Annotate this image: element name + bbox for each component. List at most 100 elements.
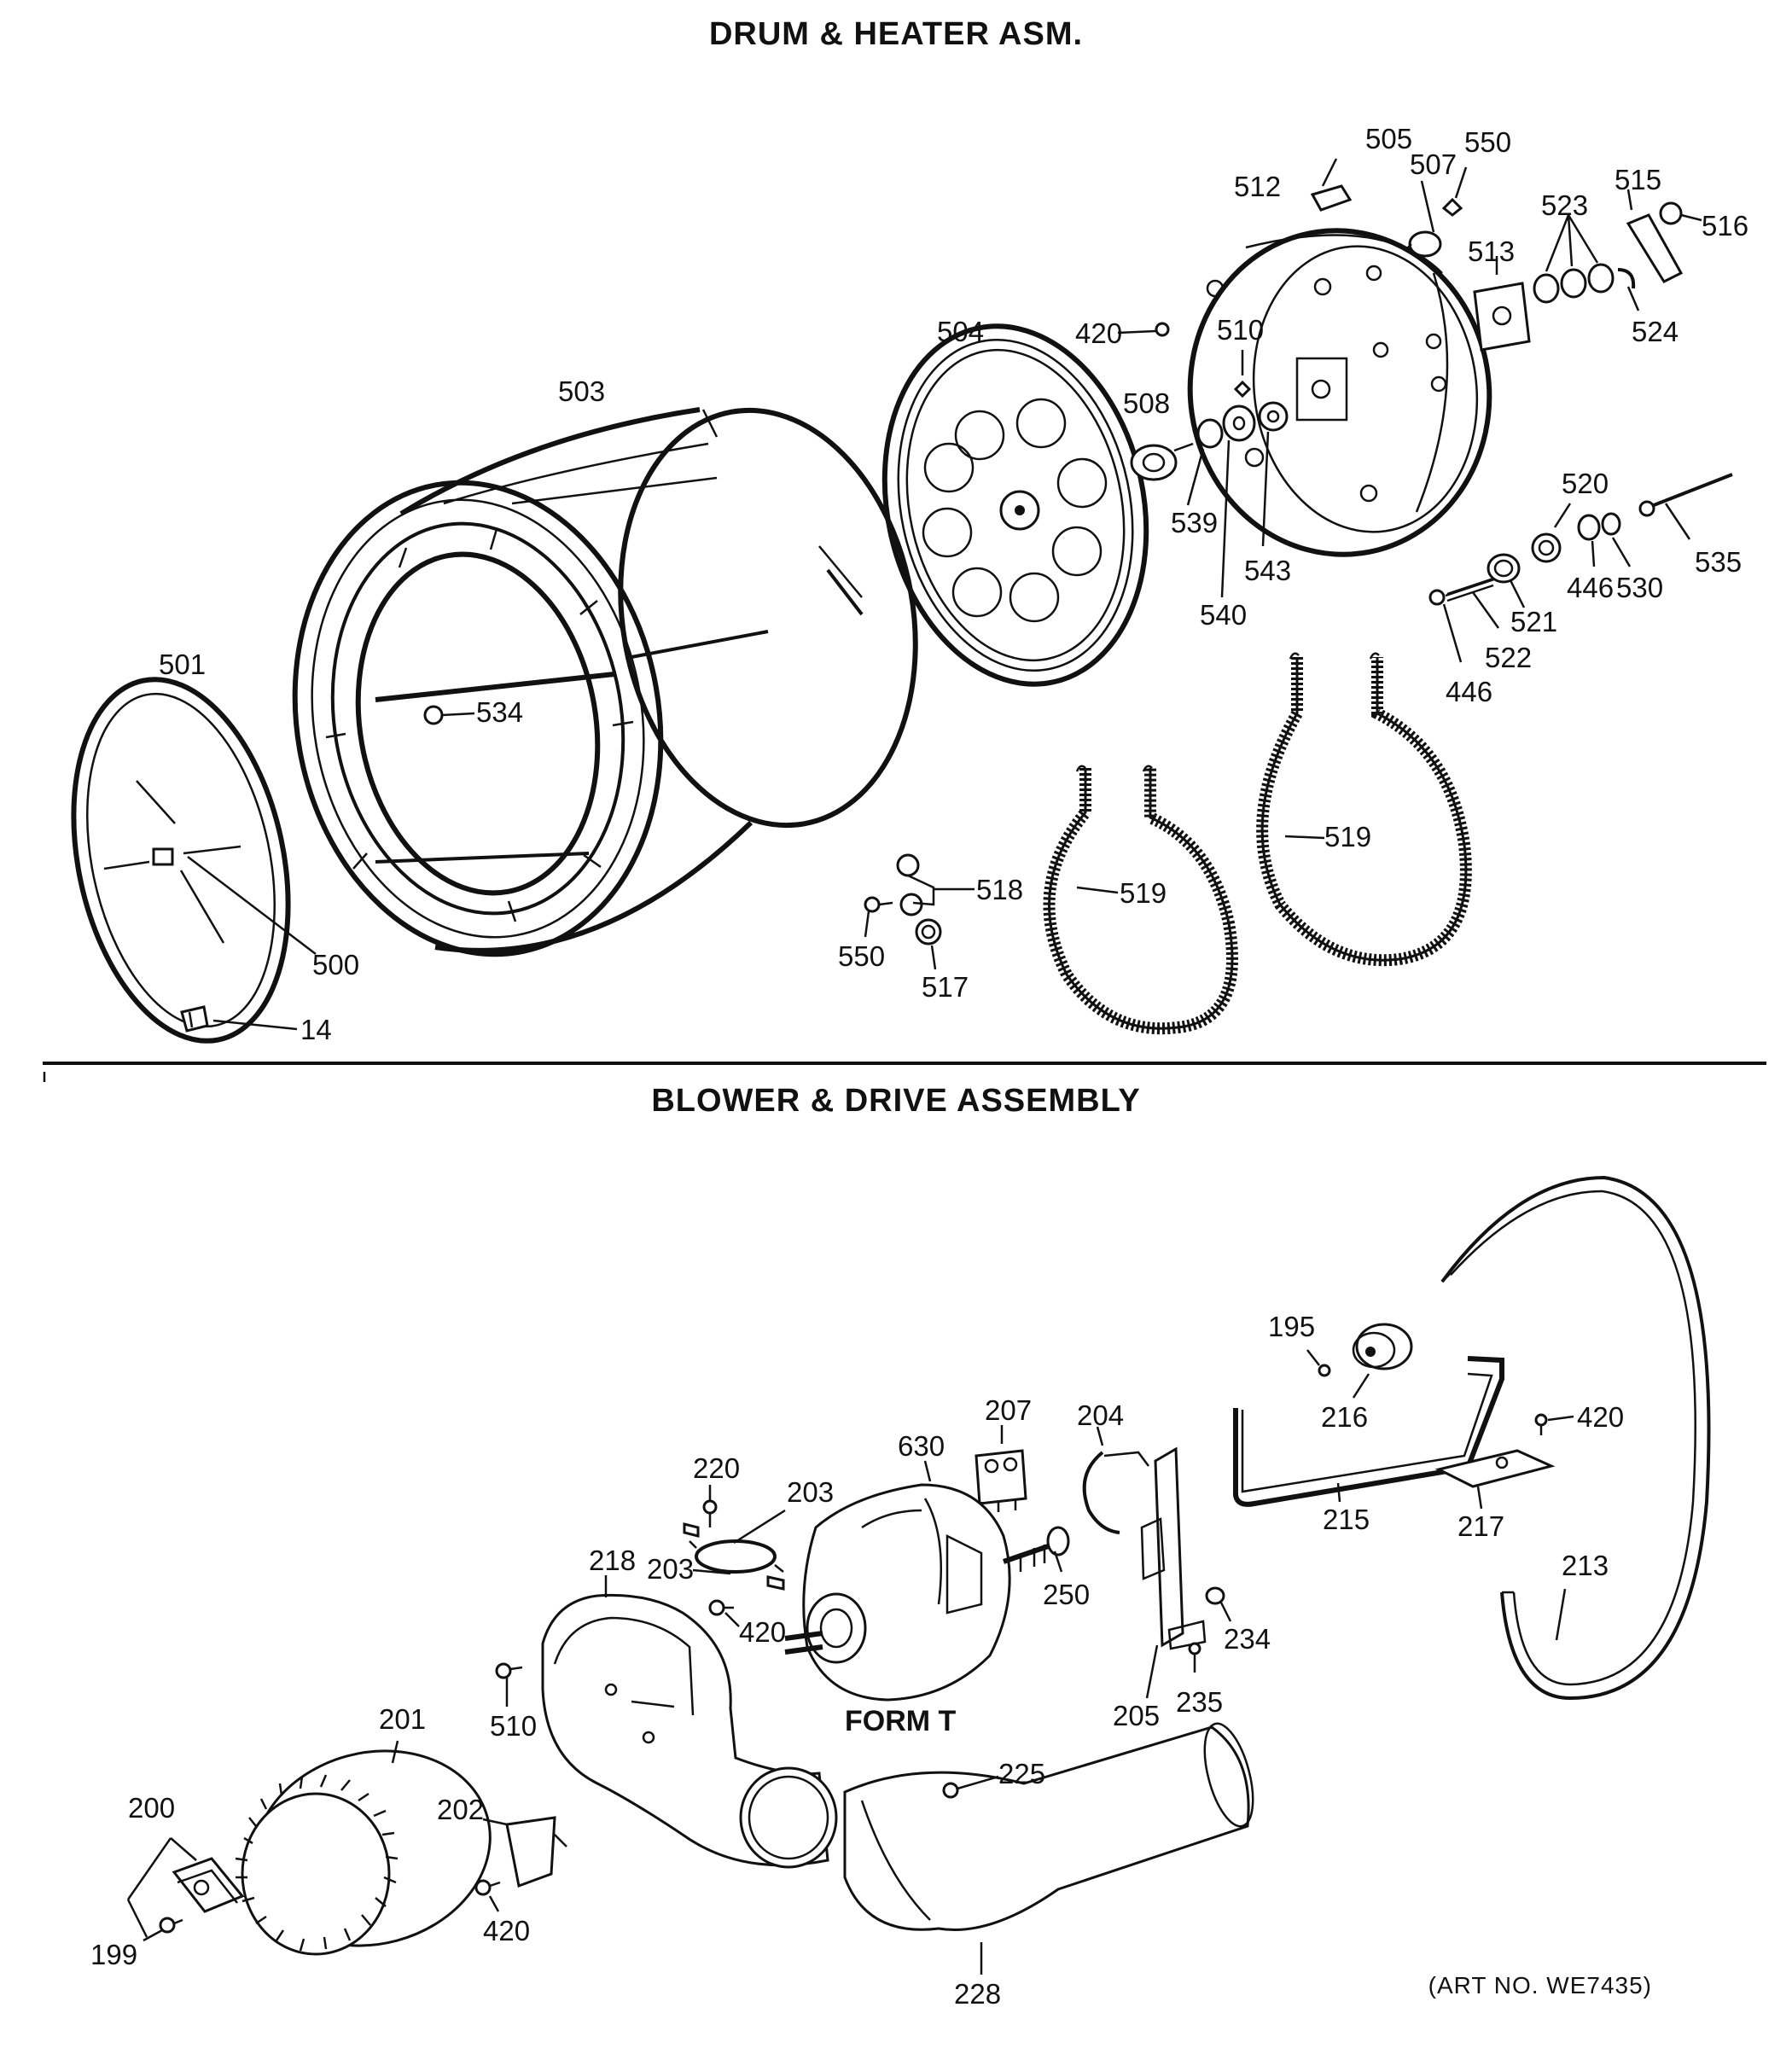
callout-205: 205	[1113, 1700, 1160, 1731]
screw-510-blower	[495, 1662, 523, 1707]
callout-225: 225	[998, 1758, 1045, 1789]
callout-446b: 446	[1446, 676, 1492, 707]
drum-503	[292, 407, 918, 957]
blower-wheel-201	[235, 1740, 492, 1956]
support-plate-202	[482, 1816, 567, 1888]
callout-535: 535	[1695, 546, 1742, 578]
callout-420-plate: 420	[483, 1915, 530, 1946]
callout-534: 534	[476, 696, 523, 728]
callout-501: 501	[159, 649, 206, 680]
callout-195: 195	[1268, 1311, 1315, 1342]
blower-bracket-200	[126, 1837, 245, 1938]
screw-510	[1233, 350, 1252, 399]
callout-503: 503	[558, 375, 605, 407]
callout-235: 235	[1176, 1686, 1223, 1718]
blower-housing-218	[541, 1575, 838, 1869]
callout-524: 524	[1632, 316, 1679, 347]
callout-14: 14	[300, 1014, 332, 1045]
screw-235	[1188, 1642, 1201, 1673]
callout-203a: 203	[787, 1476, 834, 1508]
heater-coil-519-large	[1256, 652, 1472, 967]
idler-pulley-216	[1352, 1323, 1413, 1399]
callout-510-blower: 510	[490, 1710, 537, 1742]
callout-203b: 203	[647, 1553, 694, 1585]
motor-bracket-205	[1140, 1446, 1207, 1699]
callout-220: 220	[693, 1452, 740, 1484]
callout-504: 504	[937, 316, 984, 347]
motor-clamp-204	[1082, 1426, 1149, 1534]
callout-420: 420	[1075, 317, 1122, 349]
callout-519: 519	[1324, 821, 1371, 852]
callout-217: 217	[1457, 1510, 1504, 1542]
callout-218: 218	[589, 1545, 636, 1576]
callout-508: 508	[1123, 387, 1170, 419]
drum-section-title: DRUM & HEATER ASM.	[709, 16, 1083, 52]
callout-202: 202	[437, 1794, 484, 1825]
screw-534	[423, 705, 475, 725]
spacer-517	[915, 918, 942, 970]
callout-539: 539	[1171, 507, 1218, 538]
callout-550: 550	[1464, 126, 1511, 158]
callout-216: 216	[1321, 1401, 1368, 1433]
idler-arm-215	[1233, 1356, 1504, 1507]
callout-520: 520	[1562, 468, 1609, 499]
drive-motor-630	[784, 1460, 1070, 1702]
art-number: (ART NO. WE7435)	[1428, 1972, 1652, 1999]
callout-215: 215	[1323, 1504, 1370, 1535]
callout-630: 630	[898, 1430, 945, 1462]
drive-belt-213	[1440, 1175, 1711, 1701]
thermal-fuse-507	[1404, 180, 1442, 258]
heater-coil-519-small	[1043, 765, 1238, 1035]
screw-225	[942, 1775, 999, 1799]
form-t-label: FORM T	[845, 1705, 957, 1737]
callout-543: 543	[1244, 555, 1291, 586]
callout-516: 516	[1702, 210, 1748, 241]
callout-522: 522	[1485, 642, 1532, 673]
drum-back-504	[881, 323, 1149, 687]
callout-446: 446	[1567, 572, 1614, 603]
bracket-518	[896, 853, 975, 916]
callout-513: 513	[1468, 236, 1515, 267]
blower-callout-labels: 195 216 420 207 204 630 220 203 203 215 …	[90, 1311, 1624, 2010]
callout-510: 510	[1217, 314, 1264, 346]
callout-507: 507	[1410, 148, 1457, 180]
thermostat-505	[1310, 158, 1353, 212]
callout-505: 505	[1365, 123, 1412, 154]
callout-540: 540	[1200, 599, 1247, 631]
idler-plate-217	[1434, 1449, 1556, 1510]
blower-section-title: BLOWER & DRIVE ASSEMBLY	[651, 1083, 1140, 1119]
callout-519b: 519	[1120, 877, 1167, 909]
callout-213: 213	[1562, 1550, 1609, 1581]
callout-512: 512	[1234, 171, 1281, 202]
callout-515: 515	[1615, 164, 1661, 195]
callout-530: 530	[1616, 572, 1663, 603]
terminal-stack	[1428, 473, 1733, 663]
screw-550b	[864, 896, 893, 938]
leader-500	[187, 856, 317, 955]
callout-199: 199	[90, 1939, 137, 1970]
screw-420-strap	[708, 1599, 740, 1627]
centrifugal-switch-207	[975, 1425, 1027, 1512]
callout-204: 204	[1077, 1399, 1124, 1431]
screw-420-plate	[474, 1879, 501, 1912]
callout-207: 207	[985, 1394, 1032, 1426]
bearing-508	[1130, 442, 1194, 481]
drum-callout-labels: 505 507 550 512 515 516 523 513 524 420 …	[159, 123, 1748, 1045]
callout-420-strap: 420	[739, 1616, 786, 1648]
callout-420-idler: 420	[1577, 1401, 1624, 1433]
callout-550b: 550	[838, 940, 885, 972]
plate-513	[1473, 256, 1531, 352]
screw-220	[702, 1485, 718, 1527]
callout-228: 228	[954, 1978, 1001, 2010]
bracket-515	[1626, 189, 1684, 283]
motor-strap-203	[683, 1509, 786, 1591]
screw-420a	[1117, 322, 1170, 337]
callout-201: 201	[379, 1703, 426, 1735]
nut-516	[1659, 201, 1702, 225]
callout-521: 521	[1510, 606, 1557, 637]
rear-housing-512	[1187, 228, 1492, 557]
callout-500: 500	[312, 949, 359, 980]
clip-524	[1617, 268, 1640, 311]
drum-seal-ring-501	[71, 677, 291, 1044]
